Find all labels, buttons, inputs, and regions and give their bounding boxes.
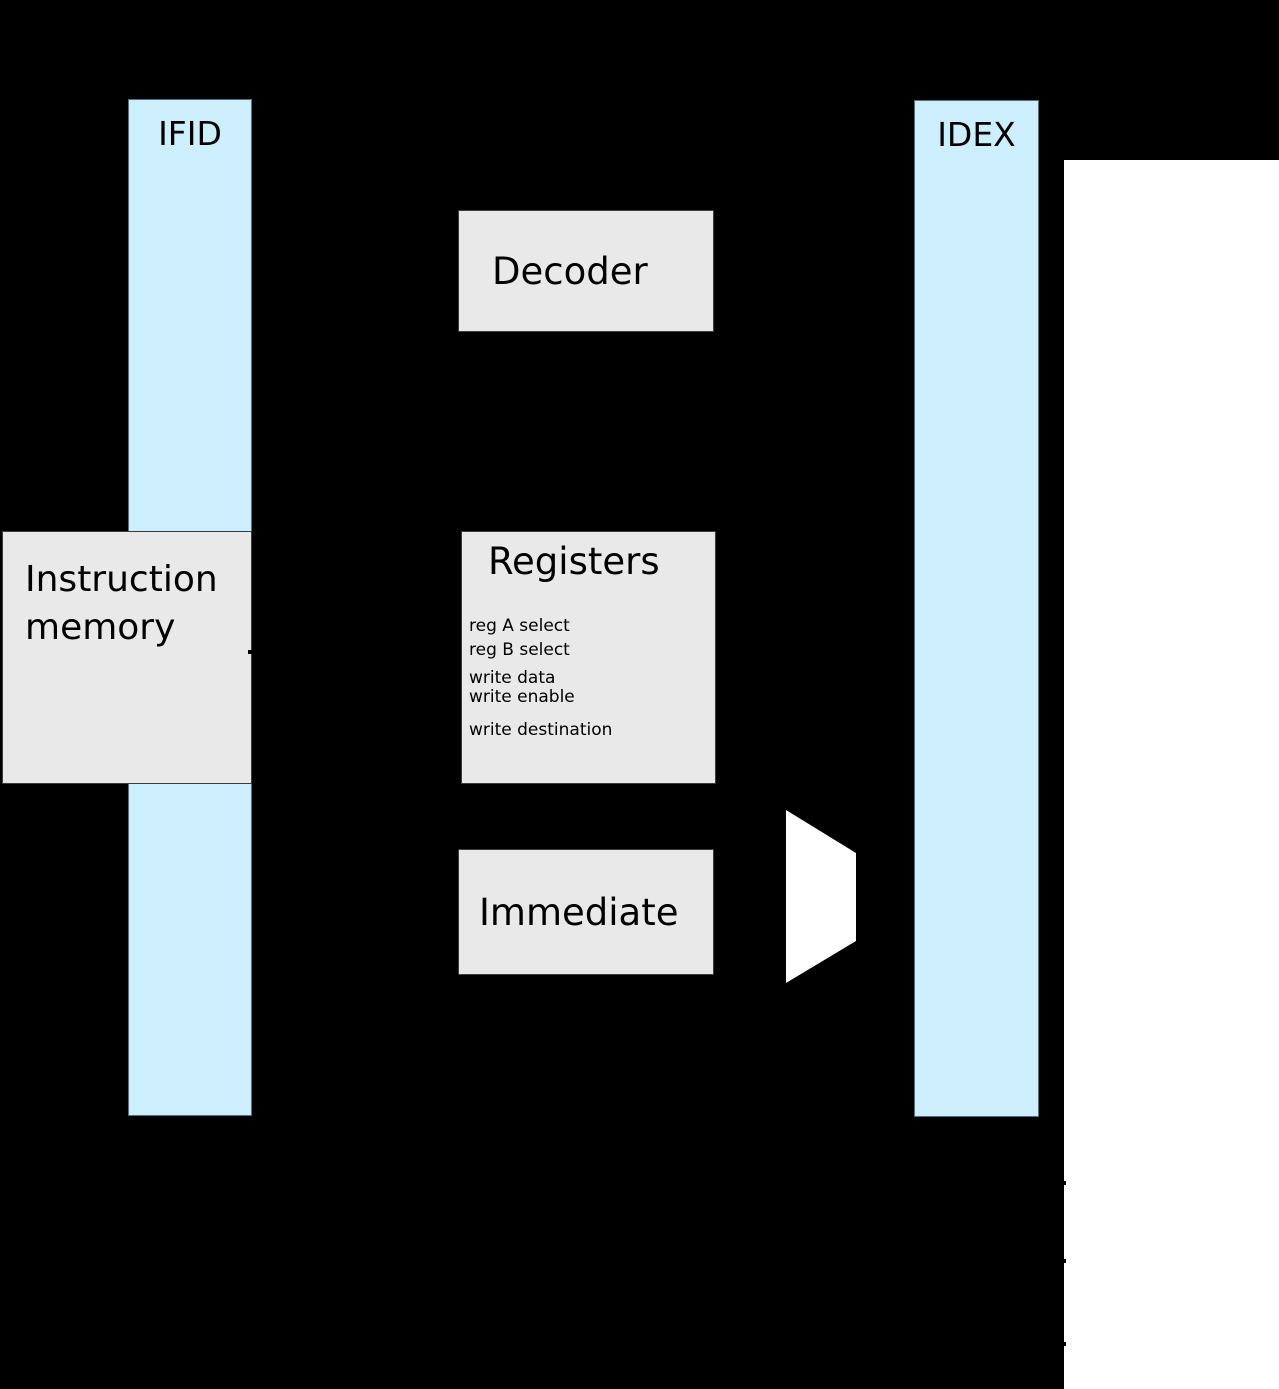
port-reg-a-select: reg A select — [469, 616, 570, 636]
ifid-label: IFID — [158, 114, 222, 153]
port-write-enable: write enable — [469, 687, 575, 707]
next-stage-panel — [1064, 160, 1279, 1389]
decoder-block: Decoder — [458, 210, 714, 332]
wire-stub-panel-1 — [1060, 1181, 1066, 1185]
port-write-destination: write destination — [469, 720, 613, 740]
immediate-block: Immediate — [458, 849, 714, 975]
registers-block: Registers reg A select reg B select writ… — [461, 531, 716, 784]
wire-stub-panel-3 — [1060, 1342, 1066, 1346]
instruction-memory-block: Instruction memory — [2, 531, 252, 784]
instruction-memory-label: Instruction memory — [25, 559, 218, 648]
wire-stub-panel-2 — [1060, 1259, 1066, 1263]
wire-stub-instruction-out — [248, 650, 253, 654]
idex-pipeline-register: IDEX — [914, 100, 1039, 1117]
port-reg-b-select: reg B select — [469, 640, 570, 660]
mux-shape — [786, 810, 856, 983]
immediate-label: Immediate — [479, 890, 679, 934]
idex-label: IDEX — [937, 115, 1016, 154]
registers-title: Registers — [488, 540, 660, 583]
port-write-data: write data — [469, 668, 556, 688]
decoder-label: Decoder — [492, 249, 648, 293]
